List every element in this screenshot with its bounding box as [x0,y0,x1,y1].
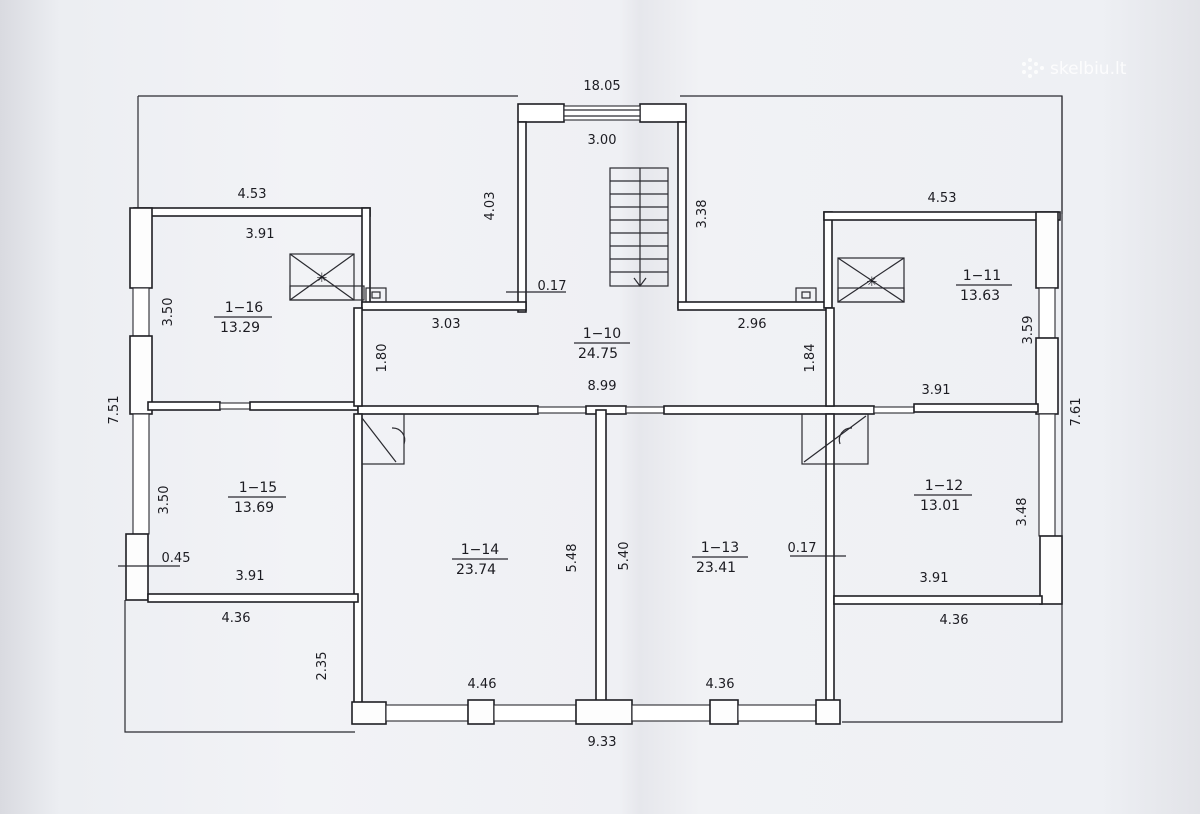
dim-bottom-width: 9.33 [588,735,617,750]
dim-r16-width: 3.91 [246,227,275,242]
dim-left-height: 7.51 [107,396,122,425]
staircase [609,167,669,287]
room-labels: 1−10 24.75 1−11 13.63 1−12 13.01 1−13 23… [214,268,1012,578]
dim-r15-height: 3.50 [157,486,172,515]
stair-well [517,103,687,313]
dim-r15-width: 3.91 [236,569,265,584]
watermark-dots-icon [1022,58,1044,78]
dim-r15-offset: 0.45 [162,551,191,566]
room-1-13-id: 1−13 [701,540,739,556]
room-1-12-area: 13.01 [920,498,960,514]
dim-left-bottom-height: 2.35 [315,652,330,681]
dim-corridor-right-h: 1.84 [803,344,818,373]
dim-r14-width: 4.46 [468,677,497,692]
dim-left-wing-top: 4.53 [238,187,267,202]
dim-r12-height: 3.48 [1015,498,1030,527]
dim-r11-width: 3.91 [922,383,951,398]
room-1-14-id: 1−14 [461,542,500,558]
right-kitchen-unit: ✳ [795,257,905,303]
watermark: skelbiu.lt [1022,58,1127,79]
right-closet [801,413,869,465]
dim-right-height: 7.61 [1069,398,1084,427]
room-1-10-id: 1−10 [583,326,621,342]
dim-wall-thickness-right: 0.17 [788,541,817,556]
dim-r16-height: 3.50 [161,298,176,327]
dim-r11-height: 3.59 [1021,316,1036,345]
room-1-13-area: 23.41 [696,560,736,576]
dim-r13-width: 4.36 [706,677,735,692]
dim-overall-width: 18.05 [583,79,620,94]
left-closet [361,413,406,465]
dim-stair-right: 3.38 [695,200,710,229]
dim-right-wing-top: 4.53 [928,191,957,206]
watermark-text: skelbiu.lt [1050,59,1127,79]
left-kitchen-unit: ✳ [289,253,387,303]
room-1-12-id: 1−12 [925,478,963,494]
dim-corridor-left: 3.03 [432,317,461,332]
dimension-labels: 18.05 3.00 4.03 3.38 4.53 4.53 3.91 3.50… [107,79,1084,750]
svg-text:✳: ✳ [317,271,328,286]
dim-r13-height: 5.40 [617,542,632,571]
room-1-15-id: 1−15 [239,480,277,496]
walls [125,207,1063,725]
room-1-16-id: 1−16 [225,300,264,316]
dim-corridor-right: 2.96 [738,317,767,332]
svg-text:✳: ✳ [867,275,878,290]
dim-r12-width: 3.91 [920,571,949,586]
dim-wall-thickness-left: 0.17 [538,279,567,294]
dim-stair-top: 3.00 [588,133,617,148]
dim-corridor-width: 8.99 [588,379,617,394]
dim-stair-left: 4.03 [483,192,498,221]
room-1-16-area: 13.29 [220,320,260,336]
room-1-10-area: 24.75 [578,346,618,362]
dim-r14-height: 5.48 [565,544,580,573]
dim-left-bottom-width: 4.36 [222,611,251,626]
room-1-11-id: 1−11 [963,268,1001,284]
outer-boundary [124,95,1063,733]
dim-corridor-left-h: 1.80 [375,344,390,373]
room-1-11-area: 13.63 [960,288,1000,304]
dim-right-bottom-width: 4.36 [940,613,969,628]
room-1-15-area: 13.69 [234,500,274,516]
room-1-14-area: 23.74 [456,562,496,578]
